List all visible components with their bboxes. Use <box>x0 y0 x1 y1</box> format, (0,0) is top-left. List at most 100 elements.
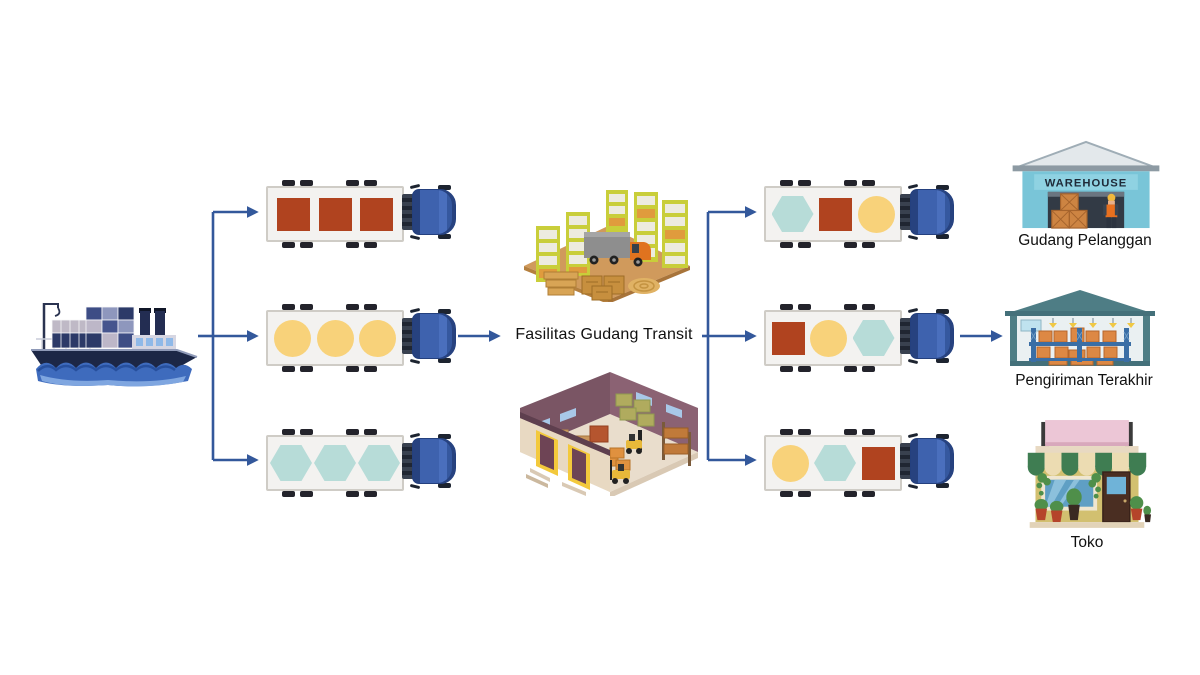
truck-hitch <box>900 318 912 354</box>
truck-cargo <box>766 195 900 233</box>
truck-wheel <box>364 491 377 497</box>
truck-wheel <box>862 491 875 497</box>
truck-right-3 <box>764 429 956 497</box>
cab-wheel <box>936 185 949 190</box>
truck-cab <box>900 309 956 363</box>
truck-wheel <box>862 366 875 372</box>
cargo-square <box>360 197 394 231</box>
truck-trailer <box>266 429 404 497</box>
final-delivery-warehouse-illustration <box>1005 290 1155 366</box>
cargo-square <box>861 446 895 480</box>
cab-wheel <box>936 358 949 363</box>
cargo-square <box>276 197 310 231</box>
truck-trailer <box>764 304 902 372</box>
truck-wheel <box>300 242 313 248</box>
cab-wheel <box>936 483 949 488</box>
truck-wheel <box>798 491 811 497</box>
truck-wheel <box>844 491 857 497</box>
cargo-hexagon <box>358 445 400 481</box>
truck-hitch <box>900 194 912 230</box>
transit-facility-label: Fasilitas Gudang Transit <box>515 326 693 343</box>
truck-wheel <box>780 304 793 310</box>
truck-trailer <box>764 180 902 248</box>
truck-wheel <box>798 180 811 186</box>
truck-wheel <box>798 242 811 248</box>
truck-wheel <box>346 304 359 310</box>
cargo-circle <box>273 319 311 357</box>
cab-body <box>412 189 456 235</box>
truck-cargo <box>268 445 402 481</box>
cargo-hexagon <box>771 196 814 232</box>
cab-wheel <box>438 185 451 190</box>
truck-wheel <box>844 180 857 186</box>
cab-wheel <box>438 483 451 488</box>
truck-wheel <box>346 366 359 372</box>
truck-wheel <box>798 304 811 310</box>
truck-wheel <box>300 180 313 186</box>
truck-wheel <box>300 491 313 497</box>
cab-wheel <box>438 358 451 363</box>
cab-wheel <box>438 234 451 239</box>
cargo-square <box>771 321 805 355</box>
truck-left-3 <box>266 429 458 497</box>
truck-left-1 <box>266 180 458 248</box>
transit-warehouse-racks-illustration <box>524 190 690 302</box>
cab-wheel <box>936 234 949 239</box>
truck-hitch <box>900 443 912 479</box>
truck-wheel <box>780 242 793 248</box>
cab-wheel <box>438 309 451 314</box>
truck-wheel <box>844 429 857 435</box>
truck-wheel <box>862 242 875 248</box>
truck-trailer <box>764 429 902 497</box>
cargo-hexagon <box>852 320 895 356</box>
truck-right-2 <box>764 304 956 372</box>
cargo-circle <box>316 319 354 357</box>
truck-cab <box>900 185 956 239</box>
worker-figure <box>1103 193 1119 229</box>
truck-cab <box>402 309 458 363</box>
truck-wheel <box>346 429 359 435</box>
truck-trailer <box>266 304 404 372</box>
cargo-circle <box>359 319 397 357</box>
truck-wheel <box>780 180 793 186</box>
cargo-circle <box>857 195 895 233</box>
truck-wheel <box>862 429 875 435</box>
customer-warehouse-illustration: WAREHOUSE <box>1012 140 1160 229</box>
cab-body <box>910 438 954 484</box>
cab-body <box>412 438 456 484</box>
cab-body <box>910 189 954 235</box>
truck-wheel <box>844 242 857 248</box>
destination-label-store: Toko <box>1070 534 1104 551</box>
truck-wheel <box>282 180 295 186</box>
cargo-ship-illustration <box>31 303 198 387</box>
truck-wheel <box>798 429 811 435</box>
destination-label-final-delivery: Pengiriman Terakhir <box>1015 372 1153 389</box>
truck-wheel <box>364 366 377 372</box>
truck-cab <box>900 434 956 488</box>
truck-hitch <box>402 443 414 479</box>
store-illustration <box>1027 420 1152 528</box>
truck-wheel <box>364 242 377 248</box>
truck-left-2 <box>266 304 458 372</box>
truck-wheel <box>844 304 857 310</box>
truck-wheel <box>780 366 793 372</box>
truck-wheel <box>798 366 811 372</box>
cab-body <box>910 313 954 359</box>
truck-cargo <box>268 319 402 357</box>
cargo-hexagon <box>314 445 356 481</box>
truck-cargo <box>766 319 900 357</box>
truck-wheel <box>282 366 295 372</box>
truck-hitch <box>402 318 414 354</box>
truck-wheel <box>346 491 359 497</box>
truck-wheel <box>282 429 295 435</box>
truck-wheel <box>862 180 875 186</box>
truck-wheel <box>346 242 359 248</box>
cargo-circle <box>771 444 809 482</box>
cab-wheel <box>936 434 949 439</box>
cab-wheel <box>936 309 949 314</box>
truck-cab <box>402 185 458 239</box>
truck-wheel <box>862 304 875 310</box>
truck-trailer <box>266 180 404 248</box>
transit-warehouse-interior-illustration <box>520 372 698 496</box>
